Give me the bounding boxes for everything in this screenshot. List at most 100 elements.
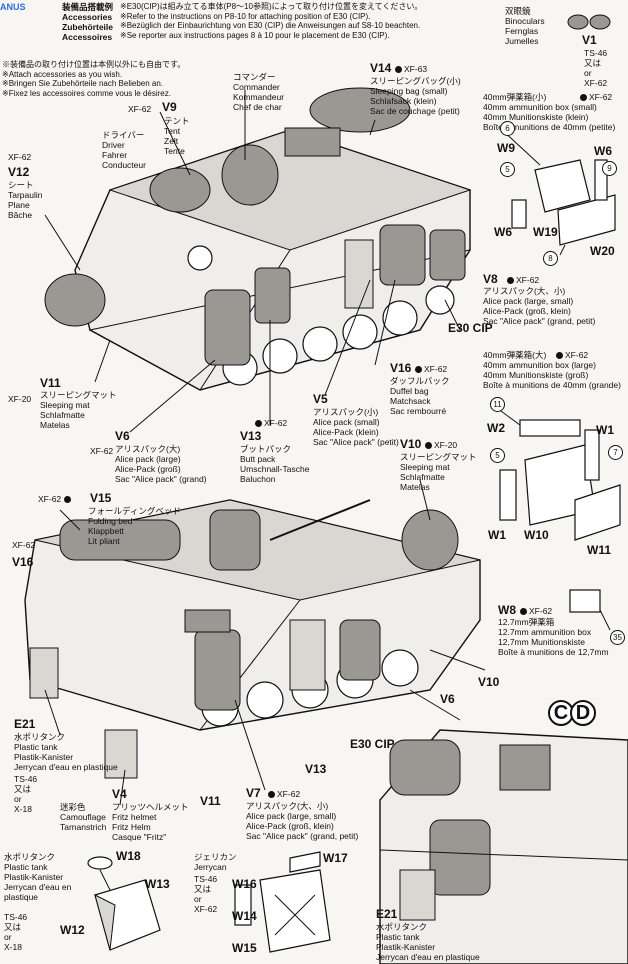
part-code-v15: V15 [90,491,112,505]
label-v13: ブットパック Butt pack Umschnall-Tasche Baluch… [240,444,310,484]
part-code-v7: V7 [246,786,261,800]
paint-v6: XF-62 [90,446,114,456]
paint-v15: XF-62 [38,494,73,504]
paint-v10: XF-20 [425,440,457,450]
title-block: 装備品搭載例 Accessories Zubehörteile Accessoi… [62,2,114,42]
part-code-v9: V9 [162,100,177,114]
water-tank-paint: TS-46 又は or X-18 [4,912,28,952]
paint-v16a: XF-62 [12,540,36,550]
part-code: W14 [232,909,257,923]
paint-v13: XF-62 [255,418,287,428]
paint-code: XF-20 [434,440,458,450]
part-code: W11 [587,543,612,557]
step-number: 7 [608,445,623,460]
binoculars-paint: TS-46 又は or XF-62 [584,48,608,88]
paint-dot-icon [395,66,402,73]
ammo-small-title: 40mm弾薬箱(小) 40mm ammunition box (small) 4… [483,92,616,132]
w8-box-drawing [569,589,601,613]
part-code: W1 [596,423,614,437]
step-number: 11 [490,397,505,412]
label-v12: シート Tarpaulin Plane Bâche [8,180,43,220]
part-code: W13 [145,877,170,891]
part-code-v11: V11 [40,376,61,390]
binoculars-code: V1 [582,33,597,47]
publisher-logo: ANUS [0,2,26,12]
part-code: W2 [487,421,505,435]
step-number: 6 [500,121,515,136]
label-v16: ダッフルバック Duffel bag Matchsack Sac rembour… [390,376,450,416]
badge-d: D [570,700,596,726]
part-code: W19 [533,225,558,239]
paint-dot-icon [255,420,262,427]
part-code: W20 [590,244,615,258]
part-code: W6 [594,144,612,158]
part-code-v16: V16 [390,361,412,375]
label-e21b: 水ポリタンク Plastic tank Plastik-Kanister Jer… [376,922,480,962]
paint-v7: XF-62 [268,789,300,799]
part-code: W6 [494,225,512,239]
part-code-v11b: V11 [200,794,221,808]
note-attach: ※装備品の取り付け位置は本例以外にも自由です。 ※Attach accessor… [2,60,186,98]
leader-lines [44,90,486,806]
label-v15: フォールディングベッド Folding bed Klappbett Lit pl… [88,506,181,546]
label-v5: アリスパック(小) Alice pack (small) Alice-Pack … [313,407,399,447]
part-code-w8: W8 [498,603,516,617]
jerrycan-paint: TS-46 又は or XF-62 [194,874,218,914]
ammo-large-drawing [489,402,621,541]
paint-dot-icon [63,496,71,503]
label-v7: アリスパック(大、小) Alice pack (large, small) Al… [246,801,359,841]
part-code-v12: V12 [8,165,30,179]
step-number: 9 [602,161,617,176]
paint-code: XF-62 [529,606,553,616]
paint-dot-icon [425,442,432,449]
label-v4: フリッツヘルメット Fritz helmet Fritz Helm Casque… [112,802,189,842]
part-code-v10b: V10 [478,675,500,689]
paint-dot-icon [520,608,527,615]
paint-v14: XF-63 [395,64,427,74]
paint-v8: XF-62 [507,275,539,285]
paint-v11: XF-20 [8,394,32,404]
part-code-v16a: V16 [12,555,34,569]
label-v10: スリーピングマット Sleeping mat Schlafmatte Matel… [400,452,477,492]
part-code-e30b: E30 CIP [350,737,395,751]
part-code: W9 [497,141,515,155]
step-number: 5 [500,162,515,177]
paint-dot-icon [507,277,514,284]
part-code-v13: V13 [240,429,262,443]
part-code: W10 [524,528,549,542]
ammo-small-paint: XF-62 [580,92,612,102]
part-code: W17 [323,851,348,865]
part-code-v6b: V6 [440,692,455,706]
jerrycan-drawing [234,851,331,953]
note-e30: ※E30(CIP)は組み立てる車体(P8〜10参照)によって取り付け位置を変えて… [120,2,423,40]
paint-code: XF-62 [589,92,613,102]
vehicle-rear-drawing [379,729,628,964]
part-code: W12 [60,923,85,937]
part-code-v10: V10 [400,437,422,451]
part-code-e30: E30 CIP [448,321,493,335]
part-code-v5: V5 [313,392,328,406]
label-v8: アリスパック(大、小) Alice pack (large, small) Al… [483,286,596,326]
label-camouflage: 迷彩色 Camouflage Tarnanstrich [60,802,107,832]
paint-code: XF-62 [516,275,540,285]
part-code-e21b: E21 [376,907,398,921]
label-w8: 12.7mm弾薬箱 12.7mm ammunition box 12,7mm M… [498,617,609,657]
step-number: 8 [543,251,558,266]
water-tank-title: 水ポリタンク Plastic tank Plastik-Kanister Jer… [4,852,72,902]
part-code: W16 [232,877,257,891]
paint-code: XF-62 [565,350,589,360]
part-code-v4: V4 [112,787,127,801]
label-driver: ドライバー Driver Fahrer Conducteur [102,130,146,170]
paint-w8: XF-62 [520,606,552,616]
paint-dot-icon [556,352,563,359]
paint-dot-icon [268,791,275,798]
ammo-small-drawing [499,127,616,256]
ammo-large-title: 40mm弾薬箱(大) 40mm ammunition box (large) 4… [483,350,621,390]
paint-dot-icon [580,94,587,101]
part-code-v13b: V13 [305,762,327,776]
label-v9: テント Tent Zelt Tente [164,116,190,156]
paint-v12: XF-62 [8,152,32,162]
paint-code: XF-63 [404,64,428,74]
label-v6: アリスパック(大) Alice pack (large) Alice-Pack … [115,444,207,484]
